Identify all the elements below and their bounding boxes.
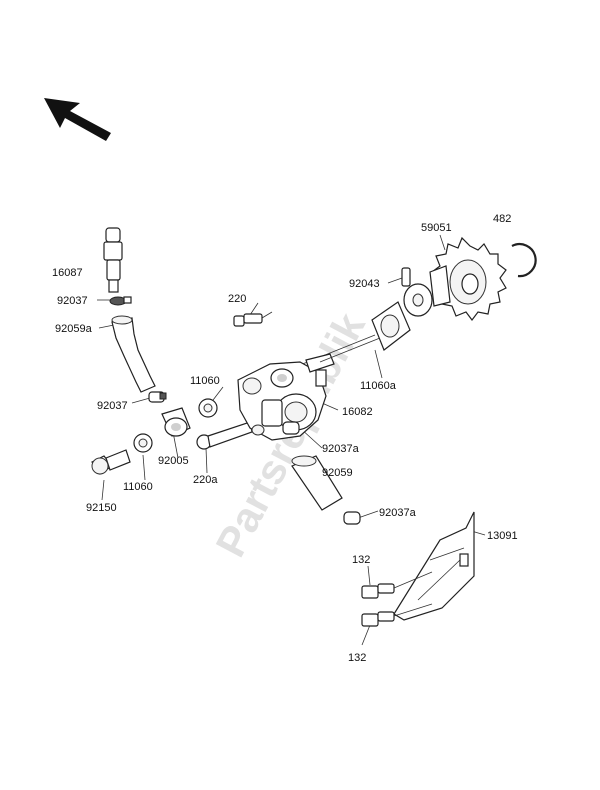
part-220a-bolt	[196, 421, 253, 450]
part-92043-pin	[401, 267, 411, 287]
label-92043: 92043	[349, 278, 380, 290]
part-92037-clamp-top	[109, 296, 132, 306]
part-13091-bracket	[393, 511, 475, 621]
part-92150-bolt	[91, 449, 131, 475]
label-92059a: 92059a	[55, 323, 93, 335]
label-13091: 13091	[487, 530, 518, 542]
label-132-bot: 132	[348, 652, 366, 664]
label-59051: 59051	[421, 222, 452, 234]
label-220: 220	[228, 293, 246, 305]
label-220a: 220a	[193, 474, 218, 486]
label-11060-bot: 11060	[123, 481, 153, 493]
part-11060-washer-bot	[133, 433, 153, 453]
label-11060-top: 11060	[190, 375, 220, 387]
label-11060a: 11060a	[360, 380, 397, 392]
label-92037-mid: 92037	[97, 400, 128, 412]
part-92059a-hose	[111, 315, 156, 393]
label-92037-top: 92037	[57, 295, 88, 307]
label-482: 482	[493, 213, 511, 225]
part-92037a-clamp-1	[282, 421, 300, 435]
label-92150: 92150	[86, 502, 117, 514]
part-132-bolt-bot	[361, 603, 433, 627]
part-number-labels: 16087 92037 92059a 92037 220 11060 11060…	[52, 213, 518, 664]
part-92059-hose	[291, 455, 343, 511]
part-92037a-clamp-2	[343, 511, 361, 525]
part-92005-banjo	[161, 407, 191, 437]
label-16082: 16082	[342, 406, 373, 418]
part-16082-oil-pump	[237, 353, 335, 441]
part-220-bolt	[233, 311, 273, 327]
label-16087: 16087	[52, 267, 83, 279]
part-482-circlip	[511, 243, 537, 278]
label-92005: 92005	[158, 455, 189, 467]
label-92037a-1: 92037a	[322, 443, 360, 455]
part-16087-fitting	[103, 227, 123, 293]
part-132-bolt-top	[361, 571, 433, 599]
part-59051-gear	[403, 236, 507, 321]
direction-arrow-icon	[44, 98, 111, 141]
label-92059: 92059	[322, 467, 353, 479]
part-92037-clamp-mid	[148, 391, 167, 403]
part-11060-washer-top	[198, 398, 218, 418]
label-92037a-2: 92037a	[379, 507, 417, 519]
label-132-top: 132	[352, 554, 370, 566]
pump-drive-shaft	[319, 337, 381, 363]
part-11060a-gasket	[371, 301, 411, 351]
